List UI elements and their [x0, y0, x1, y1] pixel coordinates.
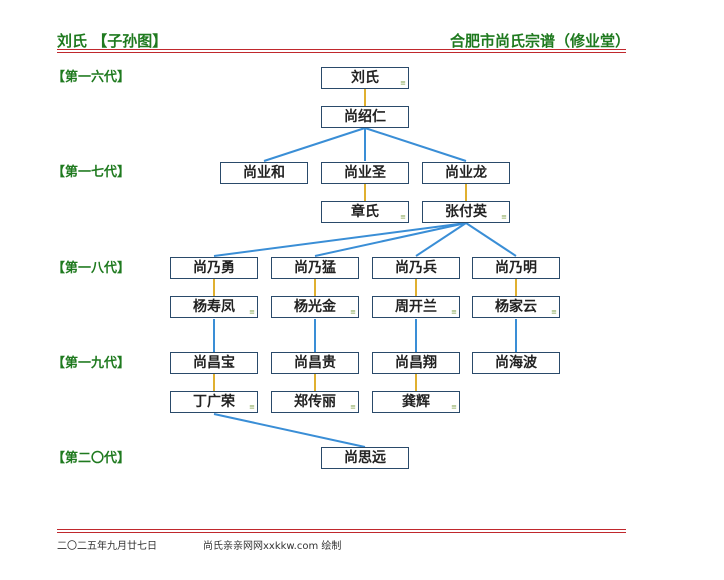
spouse-marker-icon: ≡ — [551, 308, 557, 316]
person-name: 尚乃兵 — [395, 260, 437, 276]
person-name: 龚辉 — [402, 394, 430, 410]
spouse-marker-icon: ≡ — [249, 403, 255, 411]
generation-label-20: 【第二〇代】 — [52, 451, 131, 466]
generation-label-16: 【第一六代】 — [52, 70, 131, 85]
person-node[interactable]: 龚辉 ≡ — [372, 391, 460, 413]
generation-label-17: 【第一七代】 — [52, 165, 131, 180]
person-node[interactable]: 杨寿凤 ≡ — [170, 296, 258, 318]
descent-link-naibing — [415, 222, 467, 257]
person-name: 刘氏 — [351, 70, 379, 86]
person-name: 郑传丽 — [294, 394, 336, 410]
spouse-marker-icon: ≡ — [400, 213, 406, 221]
descent-link-yelong — [364, 127, 467, 162]
person-node[interactable]: 张付英 ≡ — [422, 201, 510, 223]
person-name: 杨寿凤 — [193, 299, 235, 315]
descent-link-yehe — [263, 127, 366, 162]
descent-link-siyuan — [213, 413, 366, 448]
person-node[interactable]: 杨家云 ≡ — [472, 296, 560, 318]
header-left-title: 刘氏 【子孙图】 — [57, 32, 168, 50]
spouse-marker-icon: ≡ — [451, 308, 457, 316]
person-node[interactable]: 尚昌宝 — [170, 352, 258, 374]
person-name: 尚海波 — [495, 355, 537, 371]
spouse-marker-icon: ≡ — [501, 213, 507, 221]
footer-credit: 尚氏亲亲网网xxkkw.com 绘制 — [203, 541, 342, 552]
person-node[interactable]: 尚绍仁 — [321, 106, 409, 128]
person-name: 尚昌翔 — [395, 355, 437, 371]
descent-link-naiming — [465, 222, 517, 257]
person-node[interactable]: 刘氏 ≡ — [321, 67, 409, 89]
person-node[interactable]: 尚业龙 — [422, 162, 510, 184]
person-name: 章氏 — [351, 204, 379, 220]
person-name: 杨家云 — [495, 299, 537, 315]
person-name: 尚绍仁 — [344, 109, 386, 125]
descent-link-naimeng — [314, 222, 467, 257]
header-rule-top — [57, 49, 626, 50]
person-node[interactable]: 丁广荣 ≡ — [170, 391, 258, 413]
person-node[interactable]: 周开兰 ≡ — [372, 296, 460, 318]
header-rule-bottom — [57, 52, 626, 53]
person-node[interactable]: 章氏 ≡ — [321, 201, 409, 223]
generation-label-19: 【第一九代】 — [52, 356, 131, 371]
person-name: 尚业龙 — [445, 165, 487, 181]
spouse-marker-icon: ≡ — [400, 79, 406, 87]
person-name: 尚业圣 — [344, 165, 386, 181]
footer-date: 二〇二五年九月廿七日 — [57, 541, 157, 552]
person-node[interactable]: 尚业和 — [220, 162, 308, 184]
person-node[interactable]: 郑传丽 ≡ — [271, 391, 359, 413]
spouse-marker-icon: ≡ — [350, 403, 356, 411]
descent-link-naiyong — [213, 222, 467, 257]
person-node[interactable]: 尚乃明 — [472, 257, 560, 279]
person-name: 尚昌宝 — [193, 355, 235, 371]
person-node[interactable]: 尚业圣 — [321, 162, 409, 184]
person-name: 张付英 — [445, 204, 487, 220]
person-node[interactable]: 尚昌翔 — [372, 352, 460, 374]
person-name: 尚乃勇 — [193, 260, 235, 276]
person-node[interactable]: 杨光金 ≡ — [271, 296, 359, 318]
person-name: 尚业和 — [243, 165, 285, 181]
person-name: 尚思远 — [344, 450, 386, 466]
person-node[interactable]: 尚昌贵 — [271, 352, 359, 374]
person-name: 杨光金 — [294, 299, 336, 315]
person-node[interactable]: 尚海波 — [472, 352, 560, 374]
spouse-marker-icon: ≡ — [350, 308, 356, 316]
person-name: 尚昌贵 — [294, 355, 336, 371]
footer-rule-top — [57, 529, 626, 530]
person-node[interactable]: 尚乃猛 — [271, 257, 359, 279]
spouse-marker-icon: ≡ — [249, 308, 255, 316]
person-name: 尚乃明 — [495, 260, 537, 276]
person-node[interactable]: 尚思远 — [321, 447, 409, 469]
person-name: 周开兰 — [395, 299, 437, 315]
person-node[interactable]: 尚乃兵 — [372, 257, 460, 279]
person-name: 尚乃猛 — [294, 260, 336, 276]
spouse-marker-icon: ≡ — [451, 403, 457, 411]
person-node[interactable]: 尚乃勇 — [170, 257, 258, 279]
person-name: 丁广荣 — [193, 394, 235, 410]
header-right-title: 合肥市尚氏宗谱（修业堂） — [449, 32, 630, 50]
generation-label-18: 【第一八代】 — [52, 261, 131, 276]
footer-rule-bottom — [57, 532, 626, 533]
